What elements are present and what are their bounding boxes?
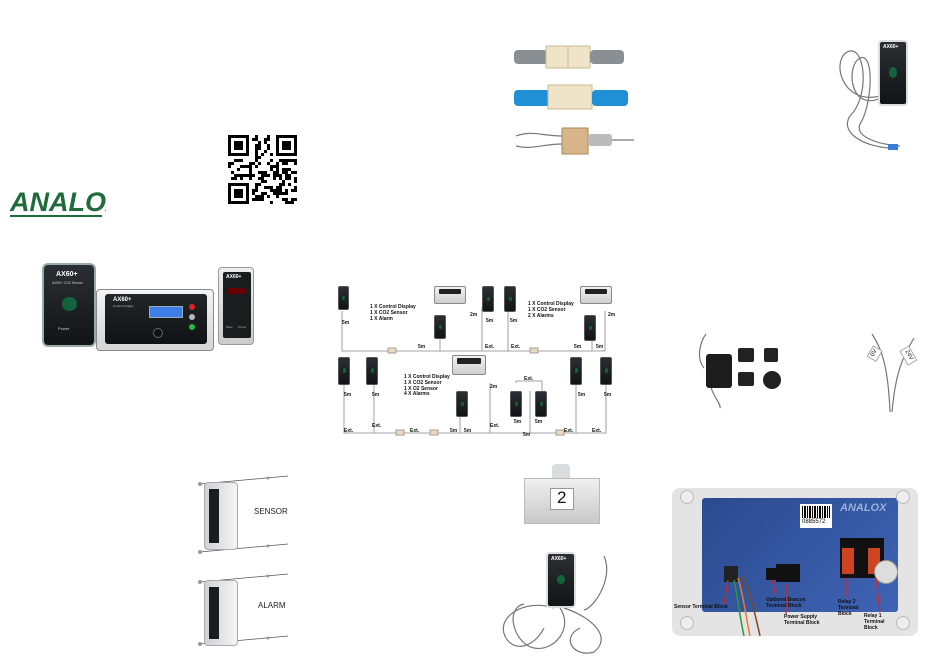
- diagram-sensor-1: [338, 286, 349, 310]
- sensor-unit-standalone: AX60+: [878, 40, 908, 106]
- logo-text: ANALOX: [9, 187, 106, 217]
- alarm-led-gray: [189, 314, 195, 320]
- cable-label: 2m: [490, 384, 498, 390]
- mount-sensor-unit: [204, 482, 238, 550]
- diagram-alarm-2: [584, 315, 596, 341]
- cable-label: 5m: [514, 419, 522, 425]
- pcb-barcode: 0885572: [800, 504, 832, 528]
- alarm-power-label: Power: [238, 325, 247, 329]
- cable-label: 5m: [535, 419, 543, 425]
- cable-label: 2m: [470, 312, 478, 318]
- sensor-brand: AX60+: [56, 271, 78, 278]
- diagram-sensor-3: [504, 286, 516, 312]
- tag-number: 2: [557, 488, 567, 507]
- diagram-alarm-4: [510, 391, 522, 417]
- diagram-sensor-6: [570, 357, 582, 385]
- dual-cable-sensor-unit: AX60+: [546, 552, 576, 608]
- cable-label: 5m: [450, 428, 458, 434]
- alarm-led-green: [189, 324, 195, 330]
- controller-label: Control Display: [113, 304, 134, 308]
- config-3: 1 X Control Display 1 X CO2 Sensor 1 X O…: [404, 374, 450, 398]
- product-control-display: AX60+ Control Display: [96, 289, 214, 351]
- beacon-terminal: [766, 568, 776, 580]
- cable-label: 5m: [464, 428, 472, 434]
- diagram-controller-3: [452, 355, 486, 375]
- diagram-controller-2: [580, 286, 612, 304]
- cable-label: 5m: [342, 320, 350, 326]
- dual-brand: AX60+: [551, 556, 567, 562]
- controller-lcd: [149, 306, 183, 318]
- cable-label: 5m: [578, 392, 586, 398]
- pcb-logo: ANALOX: [840, 502, 887, 514]
- cable-label: 5m: [523, 432, 531, 438]
- standalone-brand: AX60+: [883, 44, 899, 50]
- cable-label: 5m: [574, 344, 582, 350]
- cable-label: 5m: [604, 392, 612, 398]
- cable-label: 5m: [372, 392, 380, 398]
- mount-alarm-unit: [204, 580, 238, 646]
- sensor-terminal: [724, 566, 738, 582]
- product-alarm-unit: AX60+ Mute Power: [218, 267, 254, 345]
- cable-label: Ext.: [490, 423, 500, 429]
- buzzer: [874, 560, 898, 584]
- config-1: 1 X Control Display 1 X CO2 Sensor 1 X A…: [370, 304, 416, 322]
- cable-label: Ext.: [511, 344, 521, 350]
- sensor-power-label: Power: [58, 326, 70, 331]
- diagram-sensor-5: [366, 357, 378, 385]
- diagram-alarm-1: [434, 315, 446, 339]
- diagram-alarm-3: [456, 391, 468, 417]
- cable-label: Ext.: [524, 376, 534, 382]
- power-terminal: [776, 564, 800, 582]
- diagram-sensor-4: [338, 357, 350, 385]
- power-supply-photo: [692, 328, 792, 410]
- alarm-mount-label: ALARM: [258, 601, 286, 610]
- numbered-tag-photo: 2: [524, 464, 600, 526]
- alarm-brand: AX60+: [226, 274, 242, 280]
- cable-label: Ext.: [372, 423, 382, 429]
- controller-brand: AX60+: [113, 297, 132, 303]
- alarm-mute-label: Mute: [226, 325, 233, 329]
- controller-knob[interactable]: [153, 328, 163, 338]
- alarm-led-red: [189, 304, 195, 310]
- cable-label: 5m: [486, 318, 494, 324]
- power-cable-tags-photo: 0V 24V: [862, 332, 922, 414]
- cable-label: Ext.: [485, 344, 495, 350]
- relay-red-2: [842, 548, 854, 574]
- cable-label: 5m: [344, 392, 352, 398]
- diagram-sensor-2: [482, 286, 494, 312]
- pcb-photo: ANALOX 0885572 Sensor Terminal Block Opt…: [672, 488, 918, 636]
- cable-label: 5m: [418, 344, 426, 350]
- diagram-controller-1: [434, 286, 466, 304]
- rj45-couplers-photo: [512, 40, 637, 160]
- cable-label: Ext.: [344, 428, 354, 434]
- sensor-mount-label: SENSOR: [254, 507, 288, 516]
- label-sensor-terminal: Sensor Terminal Block: [674, 604, 728, 610]
- qr-code[interactable]: [228, 135, 297, 204]
- config-2: 1 X Control Display 1 X CO2 Sensor 2 X A…: [528, 301, 574, 319]
- cable-label: 5m: [596, 344, 604, 350]
- cable-label: Ext.: [564, 428, 574, 434]
- cable-label: Ext.: [410, 428, 420, 434]
- mounting-photo: SENSOR ALARM: [190, 472, 300, 652]
- cable-label: 2m: [608, 312, 616, 318]
- diagram-sensor-7: [600, 357, 612, 385]
- cable-label: 5m: [510, 318, 518, 324]
- cable-label: Ext.: [592, 428, 602, 434]
- analox-logo: ANALOX: [8, 183, 126, 221]
- sensor-dual-cable-photo: AX60+: [484, 548, 624, 658]
- sensor-with-cable-photo: AX60+: [830, 36, 920, 156]
- product-sensor-unit: AX60+ AX60+ CO2 Sensor Power: [42, 263, 96, 347]
- installation-diagram: 1 X Control Display 1 X CO2 Sensor 1 X A…: [330, 283, 620, 443]
- sensor-subtitle: AX60+ CO2 Sensor: [52, 281, 83, 285]
- product-family-photo: AX60+ AX60+ CO2 Sensor Power AX60+ Contr…: [38, 259, 258, 351]
- diagram-alarm-5: [535, 391, 547, 417]
